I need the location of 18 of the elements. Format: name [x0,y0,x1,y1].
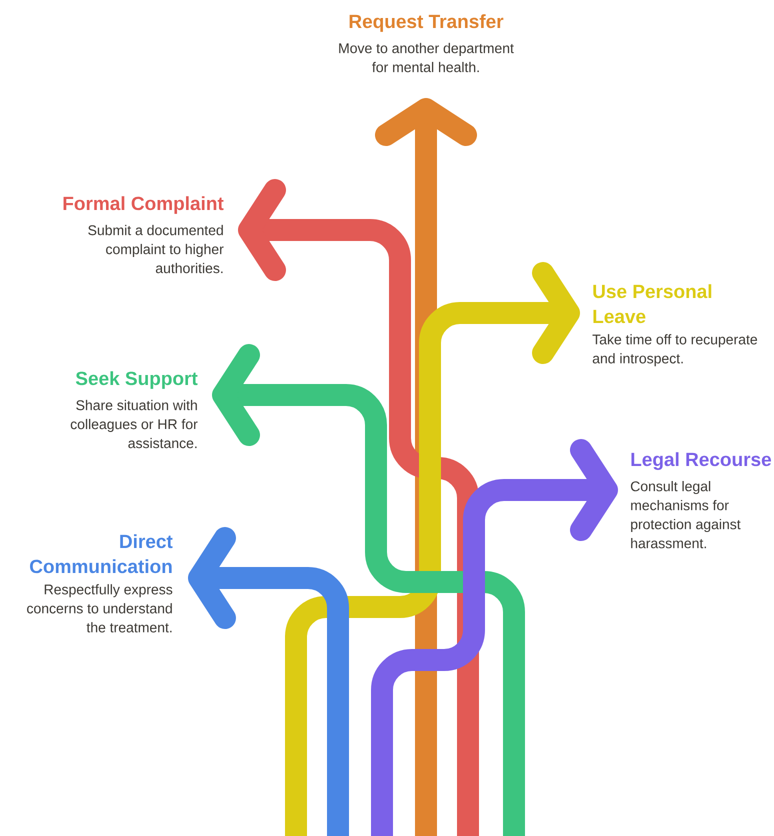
description: Submit a documented complaint to higher authorities. [88,224,224,274]
arrow [375,98,477,836]
arrow [212,344,525,836]
arrow [188,527,349,836]
arrow [285,262,580,836]
description: Move to another department for mental health. [339,42,514,72]
heading: Legal Recourse [631,452,772,470]
description: Consult legal mechanisms for protection against harassment. [630,481,741,548]
heading: Seek Support [76,371,198,389]
arrow [238,179,479,836]
heading: Use Personal Leave [593,284,712,324]
heading: Direct Communication [30,534,173,574]
description: Take time off to recuperate and introspect. [592,334,758,366]
description: Share situation with colleagues or HR for assistance. [70,400,198,448]
heading: Request Transfer [350,14,504,32]
arrow [371,439,618,836]
description: Respectfully express concerns to understand the treatment. [27,584,172,632]
heading: Formal Complaint [64,196,224,214]
